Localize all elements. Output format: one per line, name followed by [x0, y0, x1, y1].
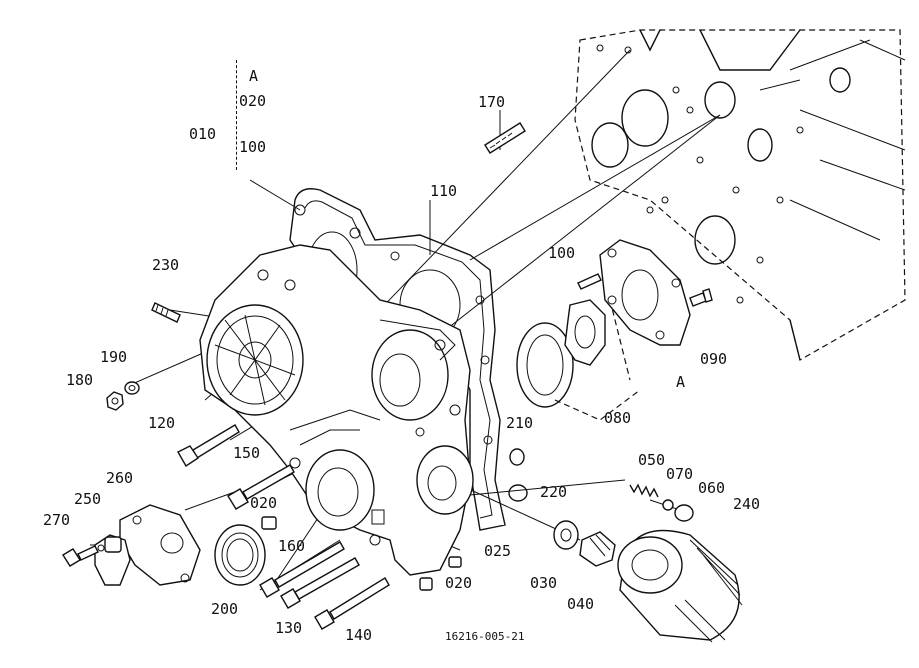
- callout-180: 180: [66, 371, 94, 389]
- plug-020-left: [261, 516, 277, 530]
- stud-bolt-230: [151, 302, 181, 323]
- cover-lower-port: [305, 449, 375, 531]
- bolt-150: [227, 464, 295, 510]
- callout-170: 170: [478, 93, 506, 111]
- washer-190: [124, 381, 140, 395]
- callout-040: 040: [567, 595, 595, 613]
- block-bore-5: [704, 81, 736, 119]
- callout-140: 140: [345, 626, 373, 644]
- callout-020-group: 020: [239, 92, 267, 110]
- cover-upper-bore: [371, 329, 449, 421]
- gear-case-cover: [199, 244, 474, 576]
- callout-070: 070: [666, 465, 694, 483]
- bolt-130: [280, 557, 360, 609]
- relief-ball-070: [662, 499, 674, 511]
- callout-120: 120: [148, 414, 176, 432]
- o-ring-220: [508, 484, 528, 502]
- stud-bolt-170: [484, 122, 526, 154]
- callout-050: 050: [638, 451, 666, 469]
- block-bore-2: [591, 122, 629, 168]
- filter-nipple-040: [579, 531, 616, 567]
- washer-030: [553, 520, 579, 550]
- callout-220: 220: [540, 483, 568, 501]
- nut-180: [106, 391, 124, 411]
- callout-100-group: 100: [239, 138, 267, 156]
- callout-090: 090: [700, 350, 728, 368]
- callout-270: 270: [43, 511, 71, 529]
- block-bore-1: [621, 89, 669, 147]
- bolt-160: [259, 541, 345, 598]
- callout-150: 150: [233, 444, 261, 462]
- callout-160: 160: [278, 537, 306, 555]
- callout-230: 230: [152, 256, 180, 274]
- callout-010: 010: [189, 125, 217, 143]
- callout-250: 250: [74, 490, 102, 508]
- bolt-140: [314, 577, 390, 630]
- gasket-260: [119, 504, 201, 586]
- callout-060: 060: [698, 479, 726, 497]
- oil-pump-rotor-080: [516, 299, 641, 421]
- callout-190: 190: [100, 348, 128, 366]
- callout-210: 210: [506, 414, 534, 432]
- relief-plug-060: [674, 504, 694, 522]
- callout-200: 200: [211, 600, 239, 618]
- pin-100: [577, 273, 602, 290]
- bolt-270: [62, 545, 99, 567]
- oil-filter-240: [617, 529, 743, 643]
- group-bracket-010: [236, 60, 237, 170]
- callout-110: 110: [430, 182, 458, 200]
- plug-020-bottom: [419, 577, 433, 591]
- callout-030: 030: [530, 574, 558, 592]
- block-bore-4: [694, 215, 736, 265]
- callout-020-left: 020: [250, 494, 278, 512]
- pump-cover-plate: [599, 239, 691, 346]
- o-ring-210: [509, 448, 525, 466]
- callout-260: 260: [106, 469, 134, 487]
- flange-250: [94, 534, 131, 586]
- engine-block: [574, 29, 906, 361]
- callout-020-bottom: 020: [445, 574, 473, 592]
- plug-025: [448, 556, 462, 568]
- bolt-120: [177, 424, 240, 467]
- cover-filter-boss: [416, 445, 474, 515]
- callout-100-pin: 100: [548, 244, 576, 262]
- callout-a-upper: A: [249, 67, 259, 85]
- drawing-number: 16216-005-21: [445, 630, 525, 643]
- screw-090: [689, 288, 713, 307]
- callout-240: 240: [733, 495, 761, 513]
- callout-130: 130: [275, 619, 303, 637]
- block-bore-3: [747, 128, 773, 162]
- callout-080: 080: [604, 409, 632, 427]
- callout-025: 025: [484, 542, 512, 560]
- oil-seal-200: [214, 524, 266, 586]
- relief-spring-050: [629, 483, 659, 498]
- callout-a-lower: A: [676, 373, 686, 391]
